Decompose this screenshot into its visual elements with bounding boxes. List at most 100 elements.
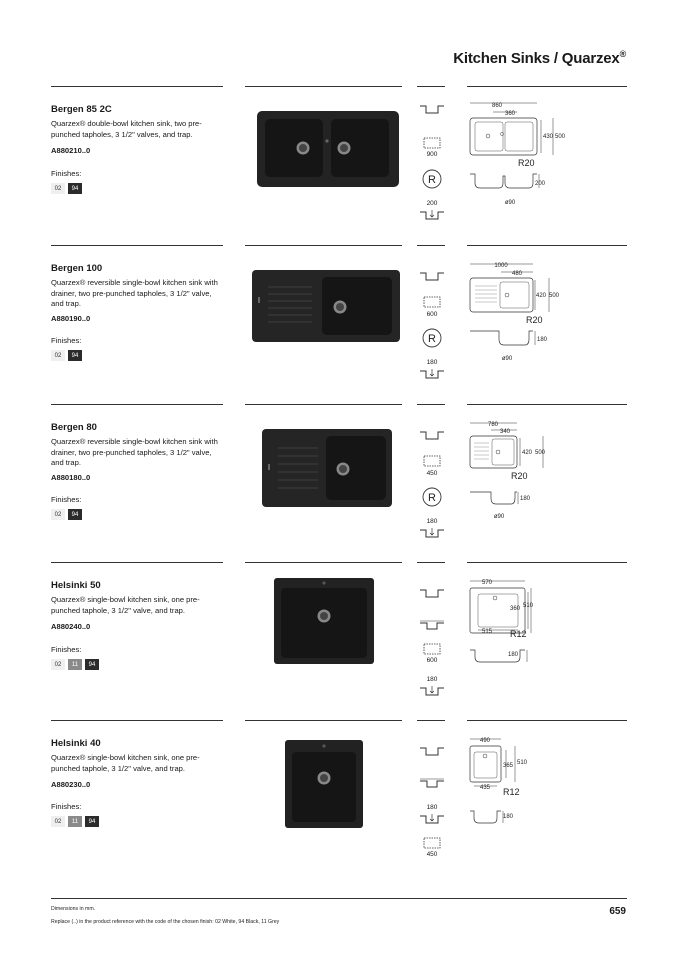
cabinet-icon [423, 296, 441, 308]
reversible-icon: R [422, 487, 442, 507]
finish-swatches: 02 11 94 [51, 659, 99, 670]
svg-text:420: 420 [536, 293, 547, 299]
svg-text:180: 180 [537, 337, 548, 343]
cabinet-size: 600 [426, 311, 438, 318]
divider [467, 562, 627, 563]
depth-value: 180 [426, 804, 438, 811]
svg-text:500: 500 [555, 134, 566, 140]
svg-text:R20: R20 [518, 158, 535, 168]
finish-swatch-white[interactable]: 02 [51, 183, 65, 194]
depth-value: 180 [426, 518, 438, 525]
finish-swatch-black[interactable]: 94 [68, 509, 82, 520]
product-photo [262, 429, 392, 507]
divider [417, 720, 445, 721]
divider [467, 86, 627, 87]
svg-text:780: 780 [488, 422, 499, 428]
divider [51, 720, 223, 721]
product-name: Bergen 85 2C [51, 104, 112, 115]
svg-text:510: 510 [523, 603, 534, 609]
divider [417, 86, 445, 87]
finish-swatch-black[interactable]: 94 [68, 350, 82, 361]
product-reference: A880210..0 [51, 146, 91, 155]
divider [245, 562, 402, 563]
cabinet-icon [423, 137, 441, 149]
divider [245, 245, 402, 246]
divider [417, 245, 445, 246]
svg-text:435: 435 [480, 785, 491, 791]
product-description: Quarzex® single-bowl kitchen sink, one p… [51, 595, 200, 615]
depth-icon [420, 814, 444, 824]
divider [417, 404, 445, 405]
svg-text:180: 180 [520, 496, 531, 502]
product-bergen-80: Bergen 80 Quarzex® reversible single-bow… [0, 404, 677, 564]
product-photo [274, 578, 374, 664]
page-title: Kitchen Sinks / Quarzex® [453, 49, 626, 67]
dimension-drawing: 780 340 420 500 R20 180 ø90 [469, 422, 546, 520]
product-description: Quarzex® reversible single-bowl kitchen … [51, 278, 218, 308]
divider [51, 562, 223, 563]
svg-text:365: 365 [503, 763, 514, 769]
undermount-icon [420, 105, 444, 114]
dimension-drawing: 570 360 510 515 R12 180 [469, 580, 534, 663]
cabinet-icon [423, 643, 441, 655]
finishes-label: Finishes: [51, 495, 82, 504]
reversible-icon: R [422, 328, 442, 348]
finishes-label: Finishes: [51, 336, 82, 345]
finish-swatch-white[interactable]: 02 [51, 659, 65, 670]
svg-text:R20: R20 [526, 315, 543, 325]
finish-swatch-white[interactable]: 02 [51, 509, 65, 520]
svg-text:R: R [428, 333, 436, 345]
svg-text:200: 200 [535, 181, 546, 187]
svg-text:430: 430 [543, 134, 554, 140]
divider [245, 720, 402, 721]
svg-text:R: R [428, 174, 436, 186]
svg-text:ø90: ø90 [502, 356, 513, 362]
finish-code-note: Replace (..) in the product reference wi… [51, 919, 280, 925]
svg-text:180: 180 [508, 652, 519, 658]
svg-text:ø90: ø90 [505, 200, 516, 206]
finish-swatches: 02 94 [51, 509, 82, 520]
product-description: Quarzex® reversible single-bowl kitchen … [51, 437, 218, 467]
footer-divider [51, 898, 627, 899]
product-name: Helsinki 50 [51, 580, 101, 591]
finish-swatch-black[interactable]: 94 [68, 183, 82, 194]
dimension-drawing: 860 360 430 500 R20 200 ø90 [469, 102, 566, 206]
svg-text:515: 515 [482, 629, 493, 635]
page-number: 659 [609, 906, 626, 917]
svg-text:490: 490 [480, 738, 491, 744]
svg-text:R20: R20 [511, 471, 528, 481]
dimension-drawing: 490 365 510 435 R12 180 [469, 738, 528, 824]
depth-icon [420, 210, 444, 220]
finishes-label: Finishes: [51, 802, 82, 811]
undermount-icon [420, 747, 444, 756]
finish-swatch-black[interactable]: 94 [85, 659, 99, 670]
cabinet-icon [423, 837, 441, 849]
depth-icon [420, 369, 444, 379]
finish-swatch-black[interactable]: 94 [85, 816, 99, 827]
depth-value: 180 [426, 676, 438, 683]
svg-text:180: 180 [503, 814, 514, 820]
dimensions-note: Dimensions in mm. [51, 906, 96, 912]
undermount-icon [420, 589, 444, 598]
product-description: Quarzex® single-bowl kitchen sink, one p… [51, 753, 200, 773]
finishes-label: Finishes: [51, 169, 82, 178]
svg-text:360: 360 [510, 606, 521, 612]
finish-swatch-grey[interactable]: 11 [68, 816, 82, 827]
depth-icon [420, 528, 444, 538]
divider [51, 404, 223, 405]
divider [417, 562, 445, 563]
divider [245, 404, 402, 405]
finish-swatch-white[interactable]: 02 [51, 816, 65, 827]
divider [467, 720, 627, 721]
finish-swatch-white[interactable]: 02 [51, 350, 65, 361]
divider [467, 245, 627, 246]
svg-text:860: 860 [492, 103, 503, 109]
svg-text:R12: R12 [510, 629, 527, 639]
flushmount-icon [420, 778, 444, 788]
product-reference: A880230..0 [51, 780, 91, 789]
product-helsinki-40: Helsinki 40 Quarzex® single-bowl kitchen… [0, 720, 677, 880]
cabinet-size: 900 [426, 151, 438, 158]
finish-swatch-grey[interactable]: 11 [68, 659, 82, 670]
product-bergen-100: Bergen 100 Quarzex® reversible single-bo… [0, 245, 677, 405]
svg-text:360: 360 [505, 111, 516, 117]
